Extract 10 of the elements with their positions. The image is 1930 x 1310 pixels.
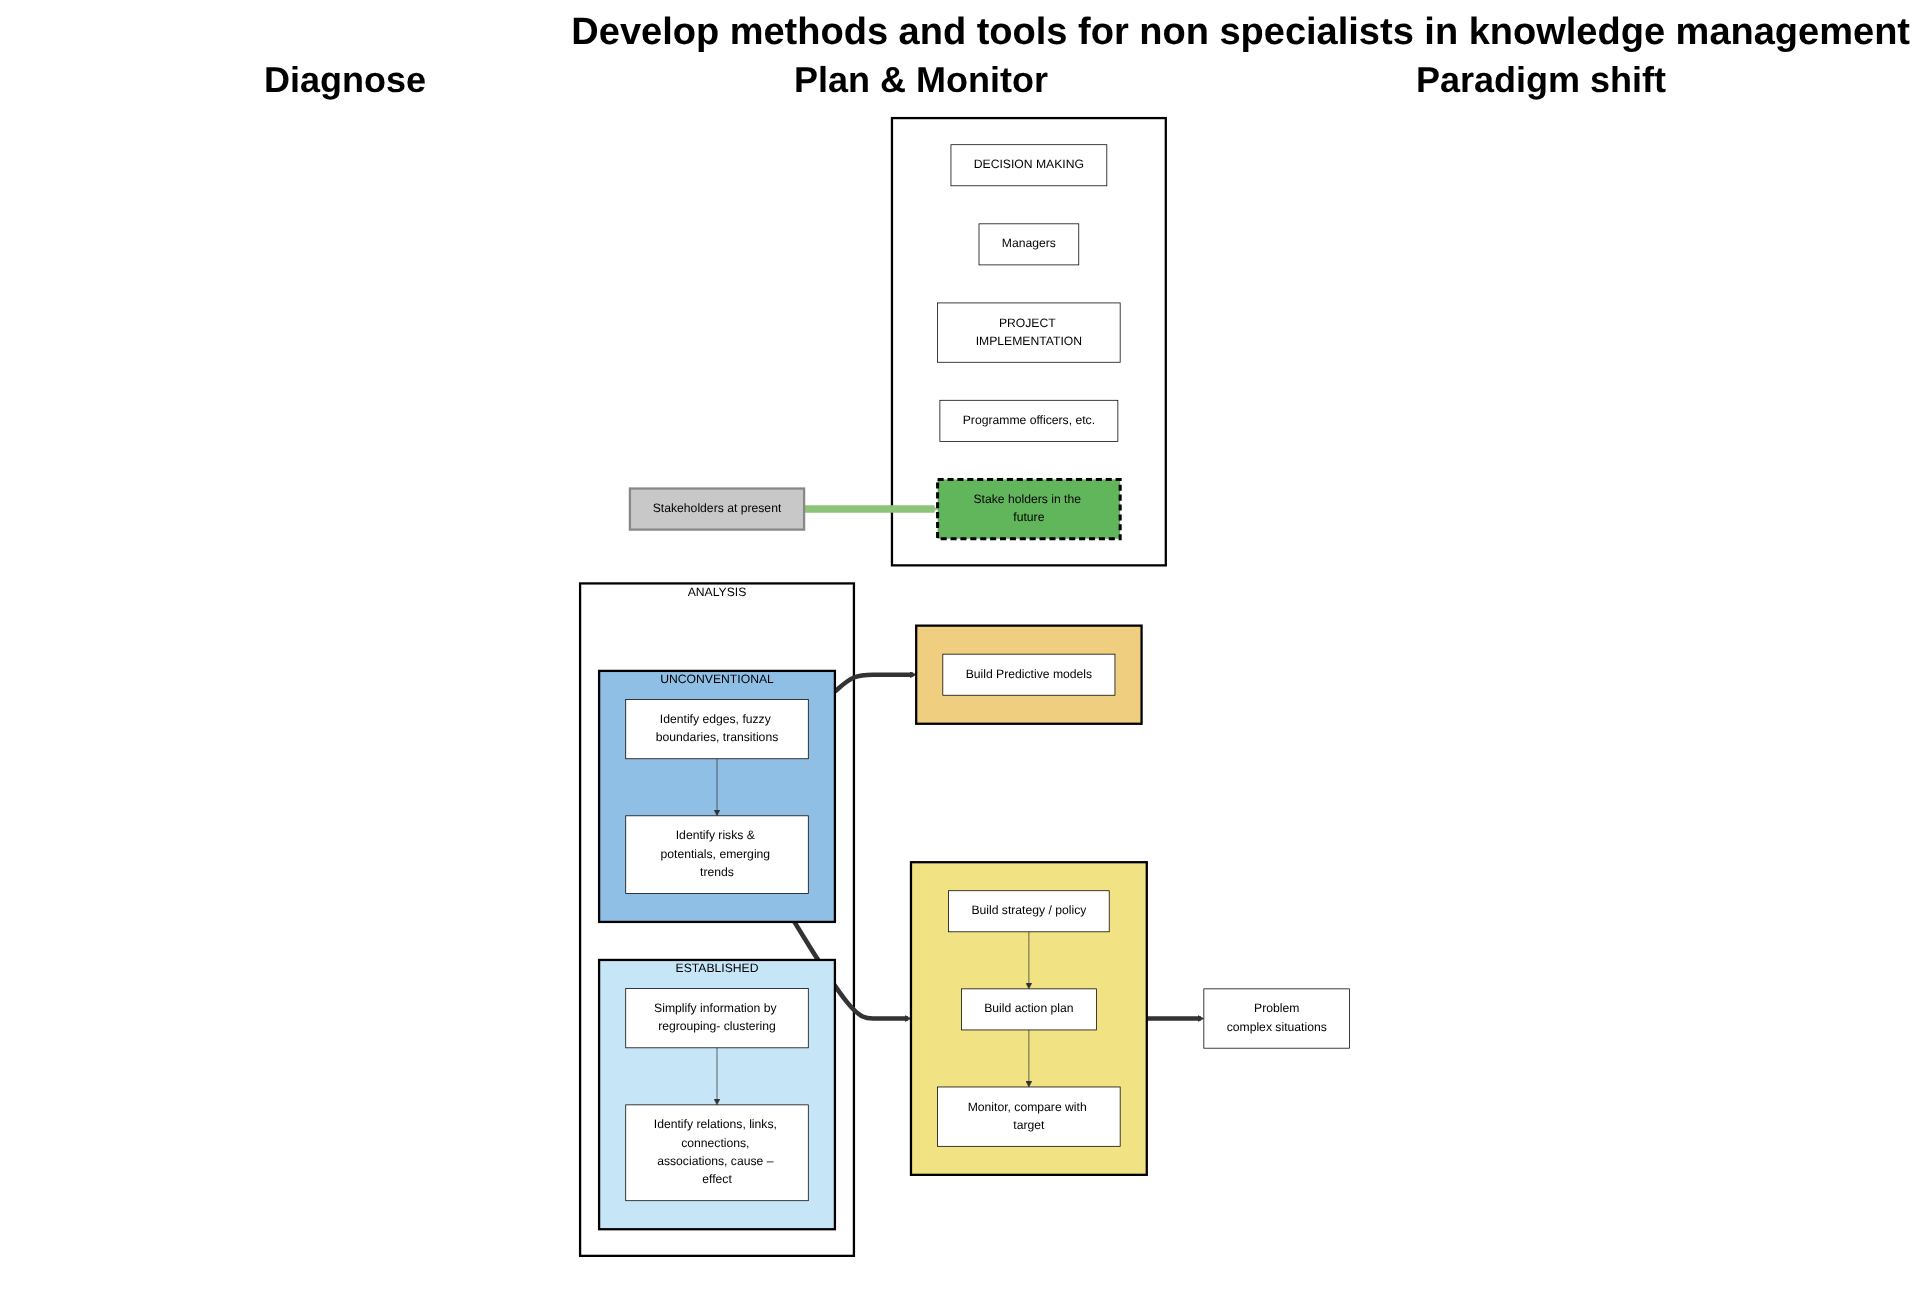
cluster <box>910 860 1149 1175</box>
column-heading: Plan & Monitor <box>793 60 1048 102</box>
cluster <box>915 623 1143 724</box>
cluster <box>891 116 1168 566</box>
column-heading: Diagnose <box>263 60 427 102</box>
arrow <box>1146 1014 1205 1021</box>
diagram-title: Develop methods and tools for non specialists in knowledge management <box>569 10 1912 58</box>
arrow <box>804 504 939 512</box>
arrow <box>833 670 917 693</box>
column-heading: Paradigm shift <box>1415 60 1666 102</box>
